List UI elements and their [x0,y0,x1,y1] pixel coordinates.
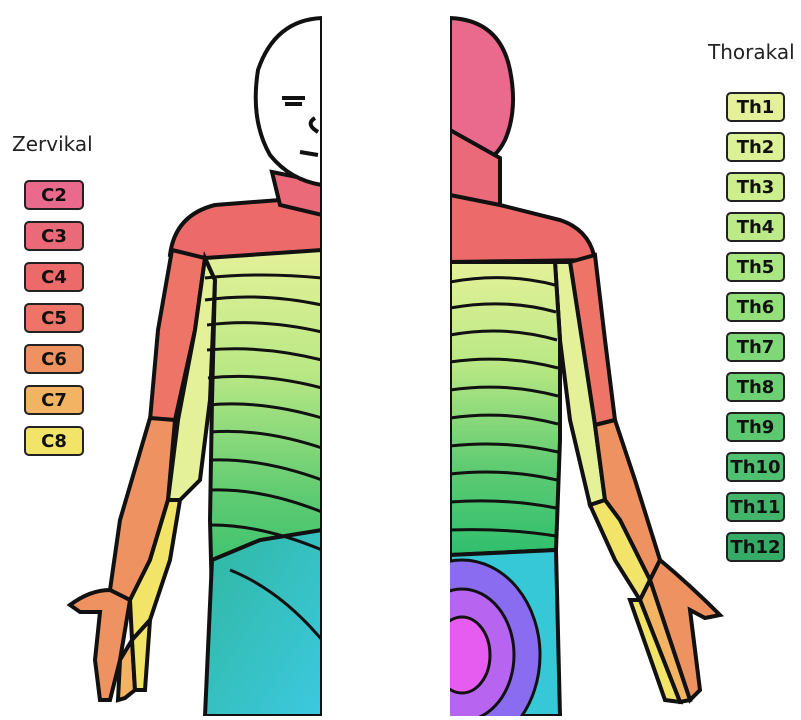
left-head [256,18,322,185]
segment-badge-c4: C4 [24,262,84,292]
segment-badge-c3: C3 [24,221,84,251]
segment-badge-th12: Th12 [726,532,785,562]
segment-badge-th8: Th8 [726,372,785,402]
segment-badge-th9: Th9 [726,412,785,442]
thoracic-title: Thorakal [708,40,795,64]
segment-badge-th3: Th3 [726,172,785,202]
cervical-title: Zervikal [12,132,93,156]
segment-badge-c5: C5 [24,303,84,333]
segment-badge-c2: C2 [24,180,84,210]
segment-badge-th1: Th1 [726,92,785,122]
left-lower-body [205,530,322,716]
center-gap [322,0,450,716]
right-shoulder-c4 [450,195,595,262]
segment-badge-th5: Th5 [726,252,785,282]
segment-badge-th7: Th7 [726,332,785,362]
segment-badge-th10: Th10 [726,452,785,482]
segment-badge-c8: C8 [24,426,84,456]
segment-badge-c7: C7 [24,385,84,415]
segment-badge-th4: Th4 [726,212,785,242]
segment-badge-th6: Th6 [726,292,785,322]
segment-badge-th2: Th2 [726,132,785,162]
segment-badge-th11: Th11 [726,492,785,522]
segment-badge-c6: C6 [24,344,84,374]
